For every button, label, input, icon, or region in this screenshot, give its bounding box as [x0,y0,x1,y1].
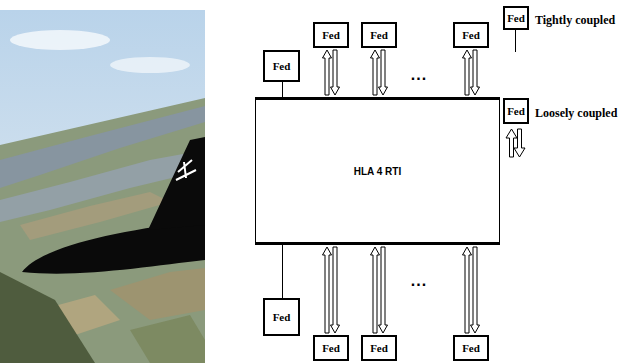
loose-sample-arrow [514,129,525,157]
legend-entry: Tightly coupled [535,10,615,28]
legend-box-text: Fed [507,105,525,117]
rti-box: HLA 4 RTI [255,97,500,245]
connector-line [282,82,283,97]
federate-box: Fed [263,50,300,82]
box-text: Fed [462,29,480,41]
tight-sample-line [515,30,516,52]
legend-fed-box: Fed [503,6,529,30]
down-arrow [471,50,480,95]
up-arrow [463,50,472,95]
spaceplane-photo [0,10,205,363]
ellipsis-text: ... [411,272,427,290]
loose-coupling-arrows [371,247,388,333]
loose-coupling-arrows [323,247,340,333]
down-arrow [379,247,388,333]
legend-fed-box: Fed [503,98,529,124]
box-text: HLA 4 RTI [354,166,401,177]
federate-box: Fed [361,22,397,48]
down-arrow [331,50,340,95]
box-text: Fed [462,342,480,354]
down-arrow [331,247,340,333]
loose-sample-arrow [506,129,517,157]
up-arrow [463,247,472,333]
federate-box: Fed [263,298,300,336]
tight-coupling-line [282,245,283,298]
federate-box: Fed [453,335,489,361]
box-text: Fed [370,29,388,41]
up-arrow [323,50,332,95]
box-text: Fed [322,29,340,41]
legend-box-text: Fed [507,12,525,24]
loose-coupling-arrows [371,50,388,95]
ellipsis: ... [404,64,434,86]
connector-line [282,245,283,298]
up-arrow [371,50,380,95]
tight-coupling-line [282,82,283,97]
down-arrow [379,50,388,95]
box-text: Fed [322,342,340,354]
box-text: Fed [273,60,291,72]
loose-coupling-arrows [463,247,480,333]
legend-text: Loosely coupled [535,106,617,120]
federate-box: Fed [313,335,349,361]
box-text: Fed [370,342,388,354]
up-arrow [323,247,332,333]
federate-box: Fed [453,22,489,48]
loose-coupling-arrows [323,50,340,95]
federate-box: Fed [361,335,397,361]
ellipsis-text: ... [411,66,427,84]
legend-text: Tightly coupled [535,13,615,27]
federate-box: Fed [313,22,349,48]
legend-entry: Loosely coupled [535,103,617,121]
ellipsis: ... [404,270,434,292]
box-text: Fed [273,311,291,323]
up-arrow [371,247,380,333]
down-arrow [471,247,480,333]
loose-coupling-arrows [463,50,480,95]
